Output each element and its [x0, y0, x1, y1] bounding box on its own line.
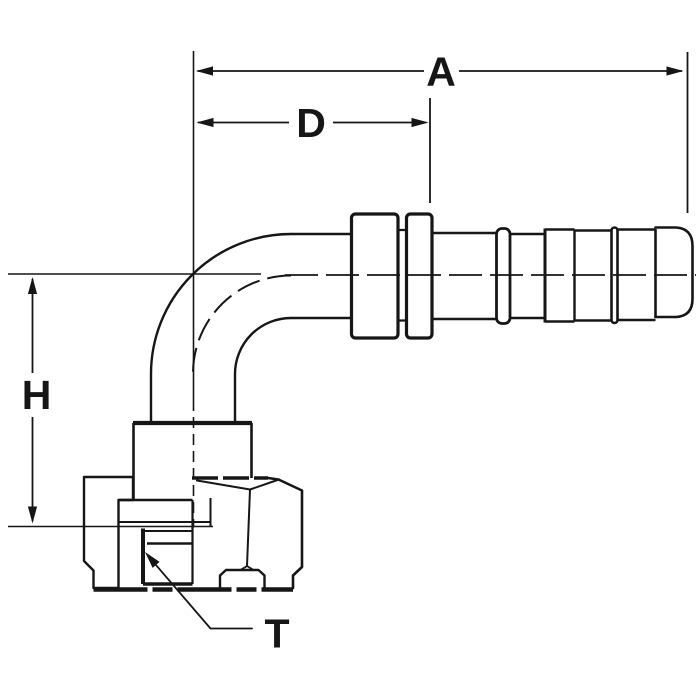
nut-top-right-chamfer	[266, 476, 304, 492]
flange-1	[349, 212, 400, 340]
dimension-h-label: H	[22, 372, 52, 418]
leader-t-line	[147, 555, 253, 630]
stem-segment-5	[617, 228, 656, 322]
hex-facet-foot	[239, 565, 255, 571]
stem-segment-4	[574, 229, 612, 322]
stem-segment-2	[510, 232, 545, 320]
hex-bottom-flat	[218, 568, 266, 590]
leader-t: T	[145, 552, 290, 657]
barb-ring-2	[610, 226, 619, 325]
hex-facet-line	[246, 489, 251, 567]
swivel-nut	[82, 475, 304, 592]
elbow-outer-wall	[149, 232, 293, 425]
hex-chamfer-lines	[196, 478, 280, 491]
elbow-inner-wall	[233, 316, 293, 425]
arrowhead-left-icon	[196, 117, 214, 128]
elbow-tube	[149, 232, 352, 425]
arrowhead-right-icon	[666, 66, 684, 76]
arrowhead-right-icon	[411, 117, 429, 128]
stem-segment-1	[432, 231, 497, 321]
stem-segment-3	[545, 228, 575, 323]
nut-port-internals	[118, 498, 212, 586]
leader-t-label: T	[264, 611, 289, 657]
dimension-h: H	[8, 273, 261, 528]
hose-barb-stem	[432, 226, 694, 325]
nut-bottom-right-chamfer	[291, 565, 304, 590]
arrowhead-leader-icon	[145, 552, 160, 568]
arrowhead-down-icon	[27, 506, 38, 524]
socket-collar	[132, 420, 253, 500]
dimension-d-label: D	[296, 100, 326, 146]
nut-section-hatch	[82, 475, 135, 590]
stem-tip	[654, 226, 694, 319]
arrowhead-left-icon	[196, 66, 213, 76]
arrowhead-up-icon	[27, 277, 38, 294]
hose-stop-flanges	[349, 212, 434, 340]
elbow-centerline-arc	[192, 274, 292, 374]
dimension-a: A	[196, 49, 689, 213]
flange-2	[404, 212, 434, 340]
dimension-a-label: A	[426, 49, 456, 95]
dimension-d: D	[196, 98, 431, 203]
barb-ring-1	[495, 227, 512, 325]
